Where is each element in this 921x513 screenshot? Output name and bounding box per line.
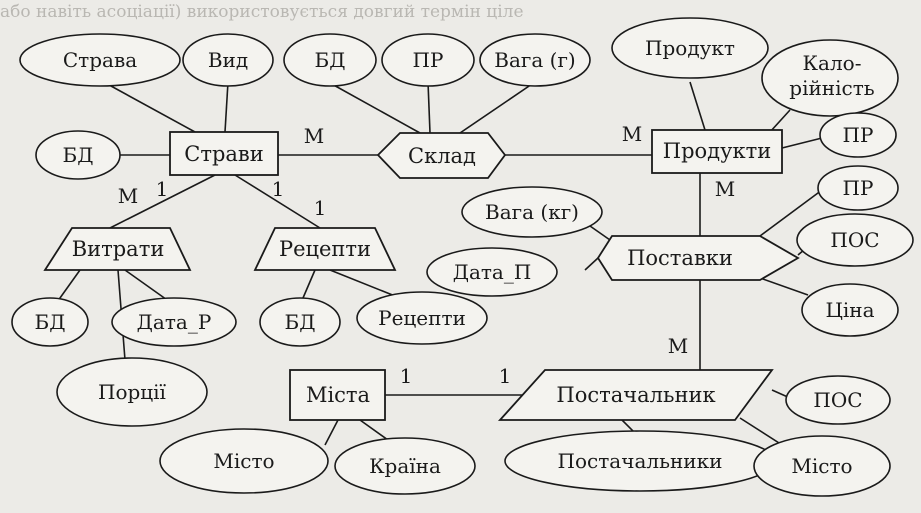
- attr-db-exp-label: БД: [35, 310, 66, 334]
- attr-calories-ellipse: [761, 39, 899, 117]
- attr-product-ellipse: [611, 17, 769, 79]
- attr-price-ellipse: [801, 283, 899, 337]
- attr-weight-kg-ellipse: [461, 186, 603, 238]
- attr-calories-label-2: рійність: [789, 76, 875, 100]
- attr-city-sup-label: Місто: [791, 454, 852, 478]
- attr-weight-g-label: Вага (г): [494, 48, 575, 72]
- entity-products-label: Продукти: [663, 139, 771, 163]
- attr-dish-label: Страва: [63, 48, 137, 72]
- card-supplier-cities-1: 1: [499, 364, 512, 388]
- entity-composition: [376, 132, 507, 179]
- entity-cities: [289, 369, 386, 421]
- attr-city-label: Місто: [213, 449, 274, 473]
- attr-type-label: Вид: [208, 48, 248, 72]
- entity-expenses-label: Витрати: [72, 237, 165, 261]
- attr-pos-sup-label: ПОС: [813, 388, 862, 412]
- attr-weight-kg-label: Вага (кг): [485, 200, 579, 224]
- attr-city-ellipse: [159, 428, 329, 494]
- attr-pr-products-ellipse: [819, 112, 897, 158]
- entity-composition-label: Склад: [408, 144, 476, 168]
- attr-pr-comp-label: ПР: [413, 48, 444, 72]
- entity-supplier-label: Постачальник: [556, 383, 715, 407]
- entity-cities-label: Міста: [306, 383, 370, 407]
- card-dishes-composition-m: М: [304, 124, 324, 148]
- attr-dish-ellipse: [19, 33, 181, 87]
- attr-pos-deliveries-label: ПОС: [830, 228, 879, 252]
- attr-pr-comp-ellipse: [381, 33, 475, 87]
- entity-dishes: [169, 131, 279, 176]
- attr-db-dishes-ellipse: [35, 130, 121, 180]
- attr-db-rec-label: БД: [285, 310, 316, 334]
- card-products-deliveries-m: М: [715, 177, 735, 201]
- attr-date-p-ellipse: [426, 247, 558, 297]
- attr-city-sup-ellipse: [753, 435, 891, 497]
- attr-pr-deliveries-label: ПР: [843, 176, 874, 200]
- attr-product-label: Продукт: [645, 36, 735, 60]
- entity-products: [651, 129, 783, 174]
- attr-suppliers-label: Постачальники: [558, 449, 723, 473]
- attr-pos-deliveries-ellipse: [796, 213, 914, 267]
- attr-recipes-label: Рецепти: [378, 306, 466, 330]
- attr-pr-deliveries-ellipse: [817, 165, 899, 211]
- card-supplier-deliveries-m: М: [668, 334, 688, 358]
- attr-db-comp-ellipse: [283, 33, 377, 87]
- attr-date-r-label: Дата_Р: [137, 310, 212, 334]
- attr-price-label: Ціна: [825, 298, 874, 322]
- card-expenses-m: М: [118, 184, 138, 208]
- attr-db-exp-ellipse: [11, 297, 89, 347]
- entity-recipes-label: Рецепти: [279, 237, 371, 261]
- card-expenses-1: 1: [156, 177, 169, 201]
- attr-recipes-ellipse: [356, 291, 488, 345]
- attr-type-ellipse: [182, 33, 274, 87]
- attr-pos-sup-ellipse: [785, 375, 891, 425]
- entity-expenses: [43, 227, 192, 271]
- card-products-composition-m: М: [622, 122, 642, 146]
- entity-deliveries: [596, 235, 800, 281]
- attr-weight-g-ellipse: [479, 33, 591, 87]
- attr-db-comp-label: БД: [315, 48, 346, 72]
- card-recipes-1-a: 1: [272, 177, 285, 201]
- attr-pr-products-label: ПР: [843, 123, 874, 147]
- attr-portions-ellipse: [56, 357, 208, 427]
- attr-date-p-label: Дата_П: [453, 260, 532, 284]
- card-recipes-1-b: 1: [314, 196, 327, 220]
- attr-country-label: Країна: [369, 454, 441, 478]
- page-header-text: або навіть асоціації) використовується д…: [0, 2, 524, 22]
- entity-dishes-label: Страви: [184, 142, 263, 166]
- attr-date-r-ellipse: [111, 297, 237, 347]
- attr-portions-label: Порції: [98, 380, 167, 404]
- entity-supplier: [497, 369, 774, 421]
- card-cities-1: 1: [400, 364, 413, 388]
- entity-recipes: [253, 227, 397, 271]
- attr-db-rec-ellipse: [259, 297, 341, 347]
- attr-db-dishes-label: БД: [63, 143, 94, 167]
- entity-deliveries-label: Поставки: [627, 246, 733, 270]
- attr-calories-label-1: Кало-: [803, 51, 862, 75]
- attr-country-ellipse: [334, 437, 476, 495]
